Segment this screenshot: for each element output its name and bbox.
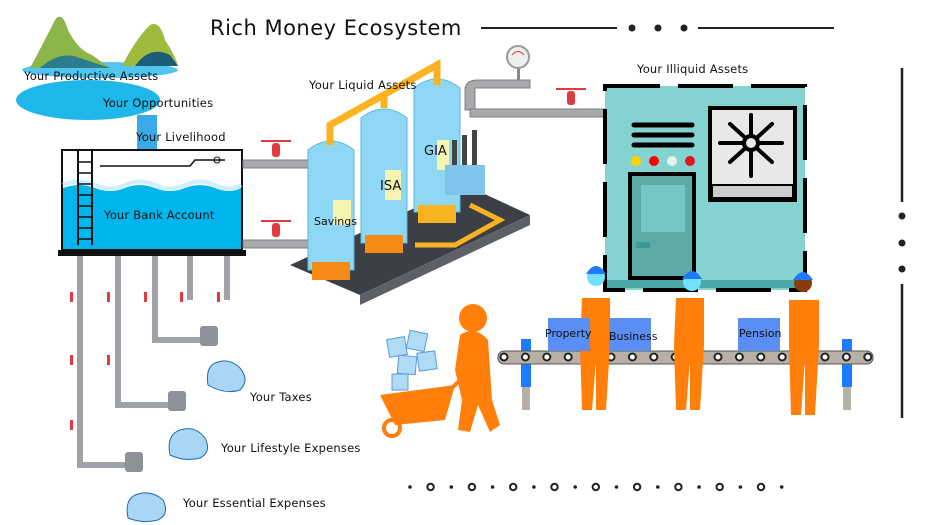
conveyor-roller <box>627 352 637 362</box>
tank-label-savings: Savings <box>314 215 357 228</box>
conveyor-roller <box>820 352 830 362</box>
dot <box>697 485 701 489</box>
valve-icons <box>261 88 586 237</box>
dot <box>738 485 743 489</box>
conveyor-roller <box>734 352 744 362</box>
ice-cubes-icon <box>385 329 438 391</box>
conveyor-roller <box>520 352 530 362</box>
dot <box>408 485 412 489</box>
ring <box>467 482 477 492</box>
label-livelihood: Your Livelihood <box>136 130 226 144</box>
ring <box>591 482 600 492</box>
label-bank-account: Your Bank Account <box>104 208 215 222</box>
label-opportunities: Your Opportunities <box>103 96 214 110</box>
dot <box>490 485 495 489</box>
expense-pipes <box>77 256 230 468</box>
box-label-business: Business <box>609 330 658 343</box>
tank-label-gia: GIA <box>424 144 447 159</box>
illiquid-assets-machine <box>603 84 807 292</box>
ring <box>756 482 766 492</box>
ring <box>632 482 642 492</box>
faucet-icons <box>125 326 218 472</box>
page-title: Rich Money Ecosystem <box>210 16 462 40</box>
tank-label-isa: ISA <box>380 179 402 194</box>
ring <box>550 482 559 492</box>
conveyor-roller <box>499 352 509 362</box>
box-label-property: Property <box>545 327 592 340</box>
control-panel <box>445 130 485 195</box>
label-lifestyle-expenses: Your Lifestyle Expenses <box>221 441 361 455</box>
worker <box>789 272 819 415</box>
conveyor-roller <box>841 352 851 362</box>
label-taxes: Your Taxes <box>250 390 312 404</box>
dot <box>573 485 577 489</box>
bottom-dots <box>408 482 784 492</box>
pressure-gauge-icon <box>506 45 530 80</box>
splash-icons <box>126 360 246 523</box>
conveyor-roller <box>863 352 873 362</box>
box-label-pension: Pension <box>739 327 782 340</box>
label-productive-assets: Your Productive Assets <box>24 69 159 83</box>
dot <box>656 485 660 489</box>
conveyor-roller <box>542 352 552 362</box>
conveyor-roller <box>756 352 766 362</box>
ring <box>715 482 724 492</box>
productive-assets-mountains <box>16 16 178 120</box>
dot <box>449 485 454 489</box>
top-dots <box>628 24 688 32</box>
illiquid-boxes <box>548 318 780 351</box>
ring <box>509 482 518 492</box>
conveyor-roller <box>777 352 787 362</box>
bank-account-tank <box>58 149 246 256</box>
worker <box>674 271 704 410</box>
label-illiquid-assets: Your Illiquid Assets <box>637 62 749 76</box>
conveyor-roller <box>649 352 659 362</box>
snowflake-icon <box>718 113 784 178</box>
wheelbarrow-person <box>380 304 500 438</box>
dot <box>532 485 536 489</box>
label-liquid-assets: Your Liquid Assets <box>309 78 417 92</box>
conveyor-roller <box>563 352 573 362</box>
ring <box>674 482 683 492</box>
dot <box>779 485 784 489</box>
ring <box>426 482 435 492</box>
dot <box>614 485 619 489</box>
label-essential-expenses: Your Essential Expenses <box>183 496 326 510</box>
conveyor-roller <box>713 352 723 362</box>
